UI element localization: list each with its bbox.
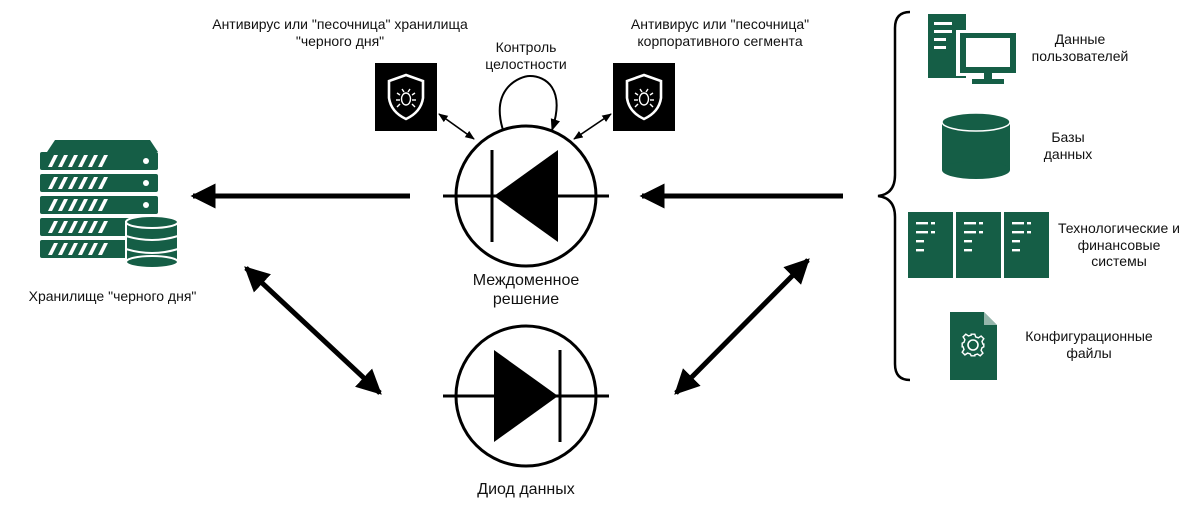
source-label-tech-fin-systems: Технологические и финансовые системы — [1057, 220, 1180, 270]
config-file-icon — [950, 312, 997, 380]
source-label-config-files: Конфигурационные файлы — [1025, 328, 1153, 361]
antivirus-shield-icon-right — [613, 63, 675, 131]
arrow-diode-sources — [674, 258, 810, 395]
server-rack-icon — [40, 140, 158, 258]
data-diode-symbol — [443, 324, 609, 468]
servers-icon — [908, 212, 1049, 278]
antivirus-blackday-label: Антивирус или "песочница" хранилища "чер… — [212, 16, 468, 49]
blackday-storage-label: Хранилище "черного дня" — [28, 288, 197, 304]
antivirus-shield-icon-left — [375, 63, 437, 131]
arrow-storage-diode — [244, 266, 382, 395]
antivirus-corporate-label: Антивирус или "песочница" корпоративного… — [630, 16, 810, 49]
link-shield-left — [438, 113, 475, 140]
sources-brace — [877, 10, 911, 382]
data-diode-label: Диод данных — [477, 481, 575, 498]
interdomain-solution-label: Междоменное решение — [472, 272, 580, 308]
storage-database-icon — [125, 215, 179, 269]
database-icon — [941, 112, 1011, 179]
source-label-databases: Базы данных — [1043, 129, 1093, 162]
link-shield-right — [573, 113, 612, 140]
interdomain-diode-symbol — [443, 124, 609, 268]
source-label-user-data: Данные пользователей — [1031, 31, 1129, 64]
workstation-icon — [928, 14, 1018, 84]
integrity-control-label: Контроль целостности — [485, 39, 567, 72]
integrity-loop — [498, 74, 560, 132]
